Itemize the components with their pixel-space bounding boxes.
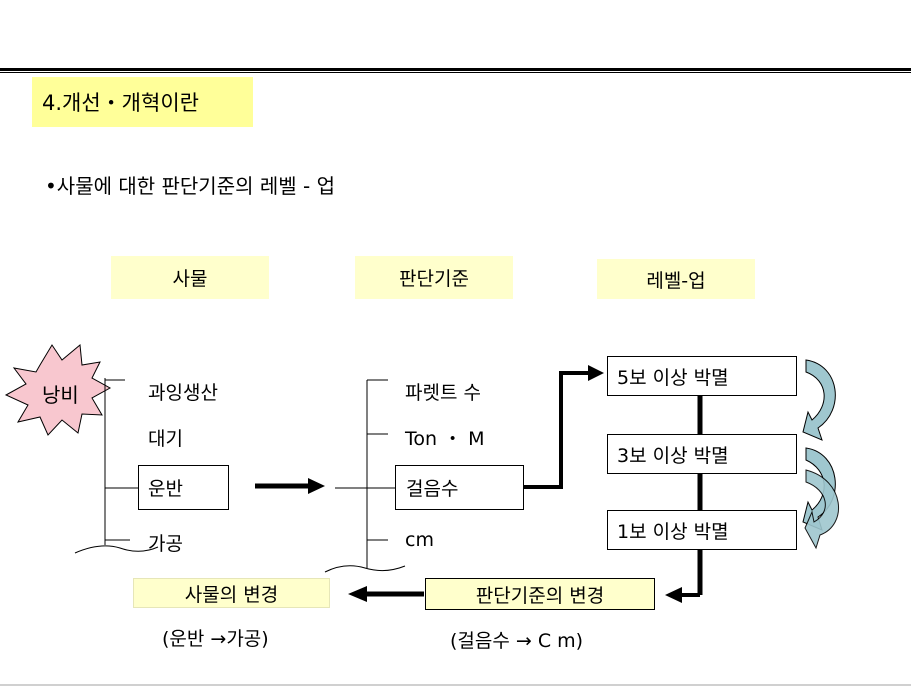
things-item-transport-box: 운반: [138, 465, 229, 510]
change-things-example: (운반 →가공): [162, 624, 269, 651]
criteria-item-ton-m: Ton ・ M: [405, 424, 485, 451]
level-item-3-steps-label: 3보 이상 박멸: [617, 441, 729, 468]
level-item-5-steps-label: 5보 이상 박멸: [617, 363, 729, 390]
things-item-transport: 운반: [148, 474, 183, 501]
level-item-3-steps: 3보 이상 박멸: [607, 434, 797, 474]
things-item-overproduction: 과잉생산: [148, 378, 218, 405]
change-criteria-label: 판단기준의 변경: [425, 578, 655, 610]
criteria-item-steps: 걸음수: [406, 474, 458, 501]
things-item-processing: 가공: [148, 529, 183, 556]
level-item-1-step-label: 1보 이상 박멸: [617, 517, 729, 544]
footer-rule: [0, 684, 911, 686]
criteria-item-cm: cm: [405, 529, 434, 551]
change-criteria-example: (걸음수 → C m): [450, 626, 583, 653]
level-item-5-steps: 5보 이상 박멸: [607, 356, 797, 396]
waste-label: 낭비: [42, 379, 79, 408]
curved-arrow-icon: [803, 360, 835, 440]
level-item-1-step: 1보 이상 박멸: [607, 510, 797, 550]
change-things-label: 사물의 변경: [133, 578, 330, 608]
criteria-item-pallets: 파렛트 수: [405, 378, 481, 405]
criteria-item-steps-box: 걸음수: [395, 465, 524, 510]
things-item-waiting: 대기: [148, 424, 183, 451]
